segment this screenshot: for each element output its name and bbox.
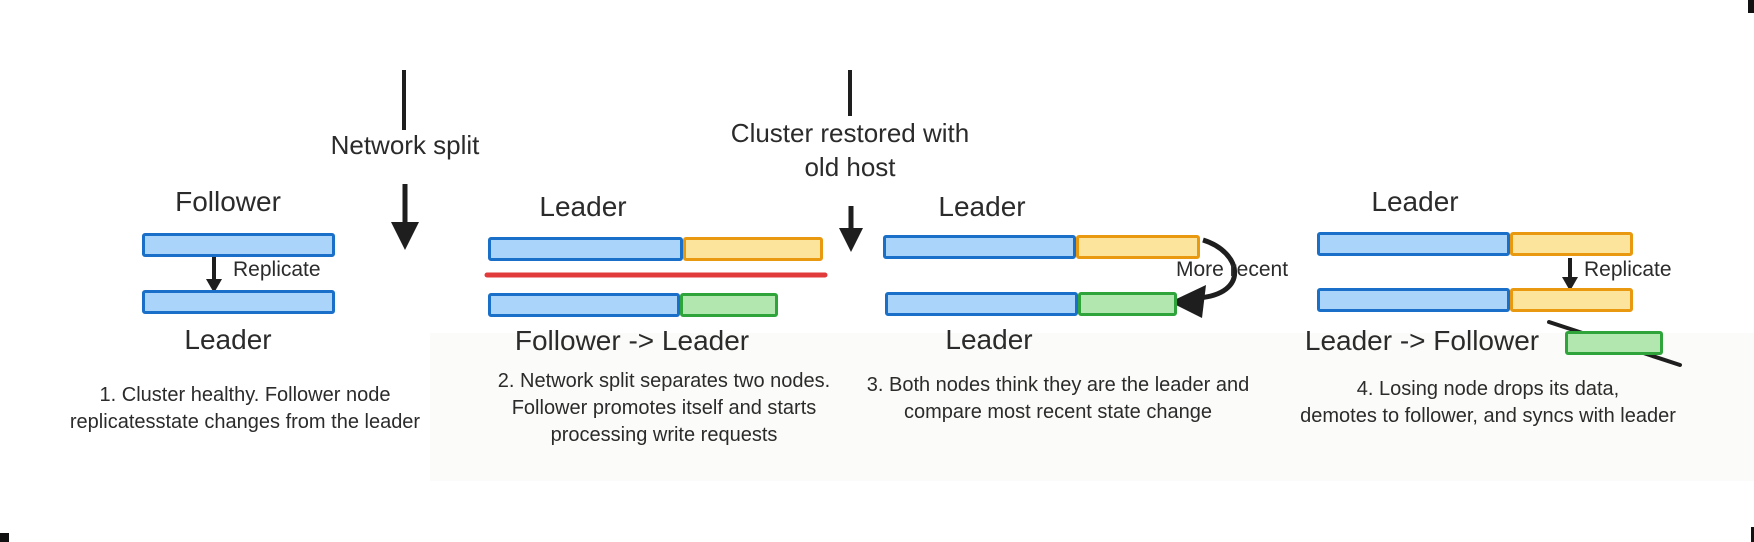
corner-mark-bottom-right: [1751, 527, 1754, 542]
network-split-label: Network split: [330, 130, 480, 160]
bar-segment-orange: [683, 237, 823, 261]
leader-node-label: Leader: [945, 324, 1033, 355]
leader-to-follower-label: Leader -> Follower: [1304, 325, 1540, 356]
step-3-caption: 3. Both nodes think they are the leader …: [866, 374, 1250, 423]
promoted-follower-node-bar: [488, 293, 778, 317]
leader-node-label: Leader: [1371, 186, 1459, 217]
old-leader-node-bar: [488, 237, 823, 261]
replicate-arrow-panel1: [206, 257, 222, 293]
bar-segment-orange: [1076, 235, 1200, 259]
leader-node-label: Leader: [938, 191, 1026, 222]
winning-leader-node-bar: [1317, 232, 1633, 256]
follower-node-bar: [142, 233, 335, 257]
step-1-caption: 1. Cluster healthy. Follower node replic…: [69, 384, 421, 433]
bar-segment-blue: [1317, 232, 1510, 256]
follower-to-leader-label: Follower -> Leader: [514, 325, 750, 356]
leader-node-bar: [142, 290, 335, 314]
bar-segment-green: [1078, 292, 1177, 316]
bar-segment-orange: [1510, 232, 1633, 256]
bar-segment-green-dropped: [1565, 331, 1663, 355]
step-4-caption: 4. Losing node drops its data, demotes t…: [1300, 378, 1676, 427]
new-leader-node-bar: [885, 292, 1177, 316]
more-recent-label: More recent: [1176, 258, 1289, 281]
bar-segment-blue: [488, 293, 680, 317]
follower-node-label: Follower: [175, 186, 281, 217]
corner-mark-top-right: [1748, 0, 1754, 13]
bar-segment-blue: [142, 233, 335, 257]
network-split-down-arrow: [391, 184, 419, 250]
bar-segment-blue: [1317, 288, 1510, 312]
old-leader-node-bar: [883, 235, 1200, 259]
bar-segment-blue: [488, 237, 683, 261]
bar-segment-blue: [885, 292, 1078, 316]
caption-background-band: [430, 333, 1754, 481]
cluster-restored-down-arrow: [839, 206, 863, 252]
bar-segment-green: [680, 293, 778, 317]
replicate-arrow-panel4: [1562, 258, 1578, 291]
replicate-label: Replicate: [1584, 258, 1672, 281]
corner-mark-bottom-left: [0, 533, 9, 542]
replicate-label: Replicate: [233, 258, 321, 281]
step-2-caption: 2. Network split separates two nodes. Fo…: [497, 370, 831, 446]
dropped-data-bar: [1565, 331, 1663, 355]
bar-segment-blue: [883, 235, 1076, 259]
cluster-restored-label: Cluster restored with old host: [730, 118, 970, 182]
leader-node-label: Leader: [184, 324, 272, 355]
bar-segment-blue: [142, 290, 335, 314]
demoted-follower-node-bar: [1317, 288, 1633, 312]
leader-node-label: Leader: [539, 191, 627, 222]
bar-segment-orange: [1510, 288, 1633, 312]
